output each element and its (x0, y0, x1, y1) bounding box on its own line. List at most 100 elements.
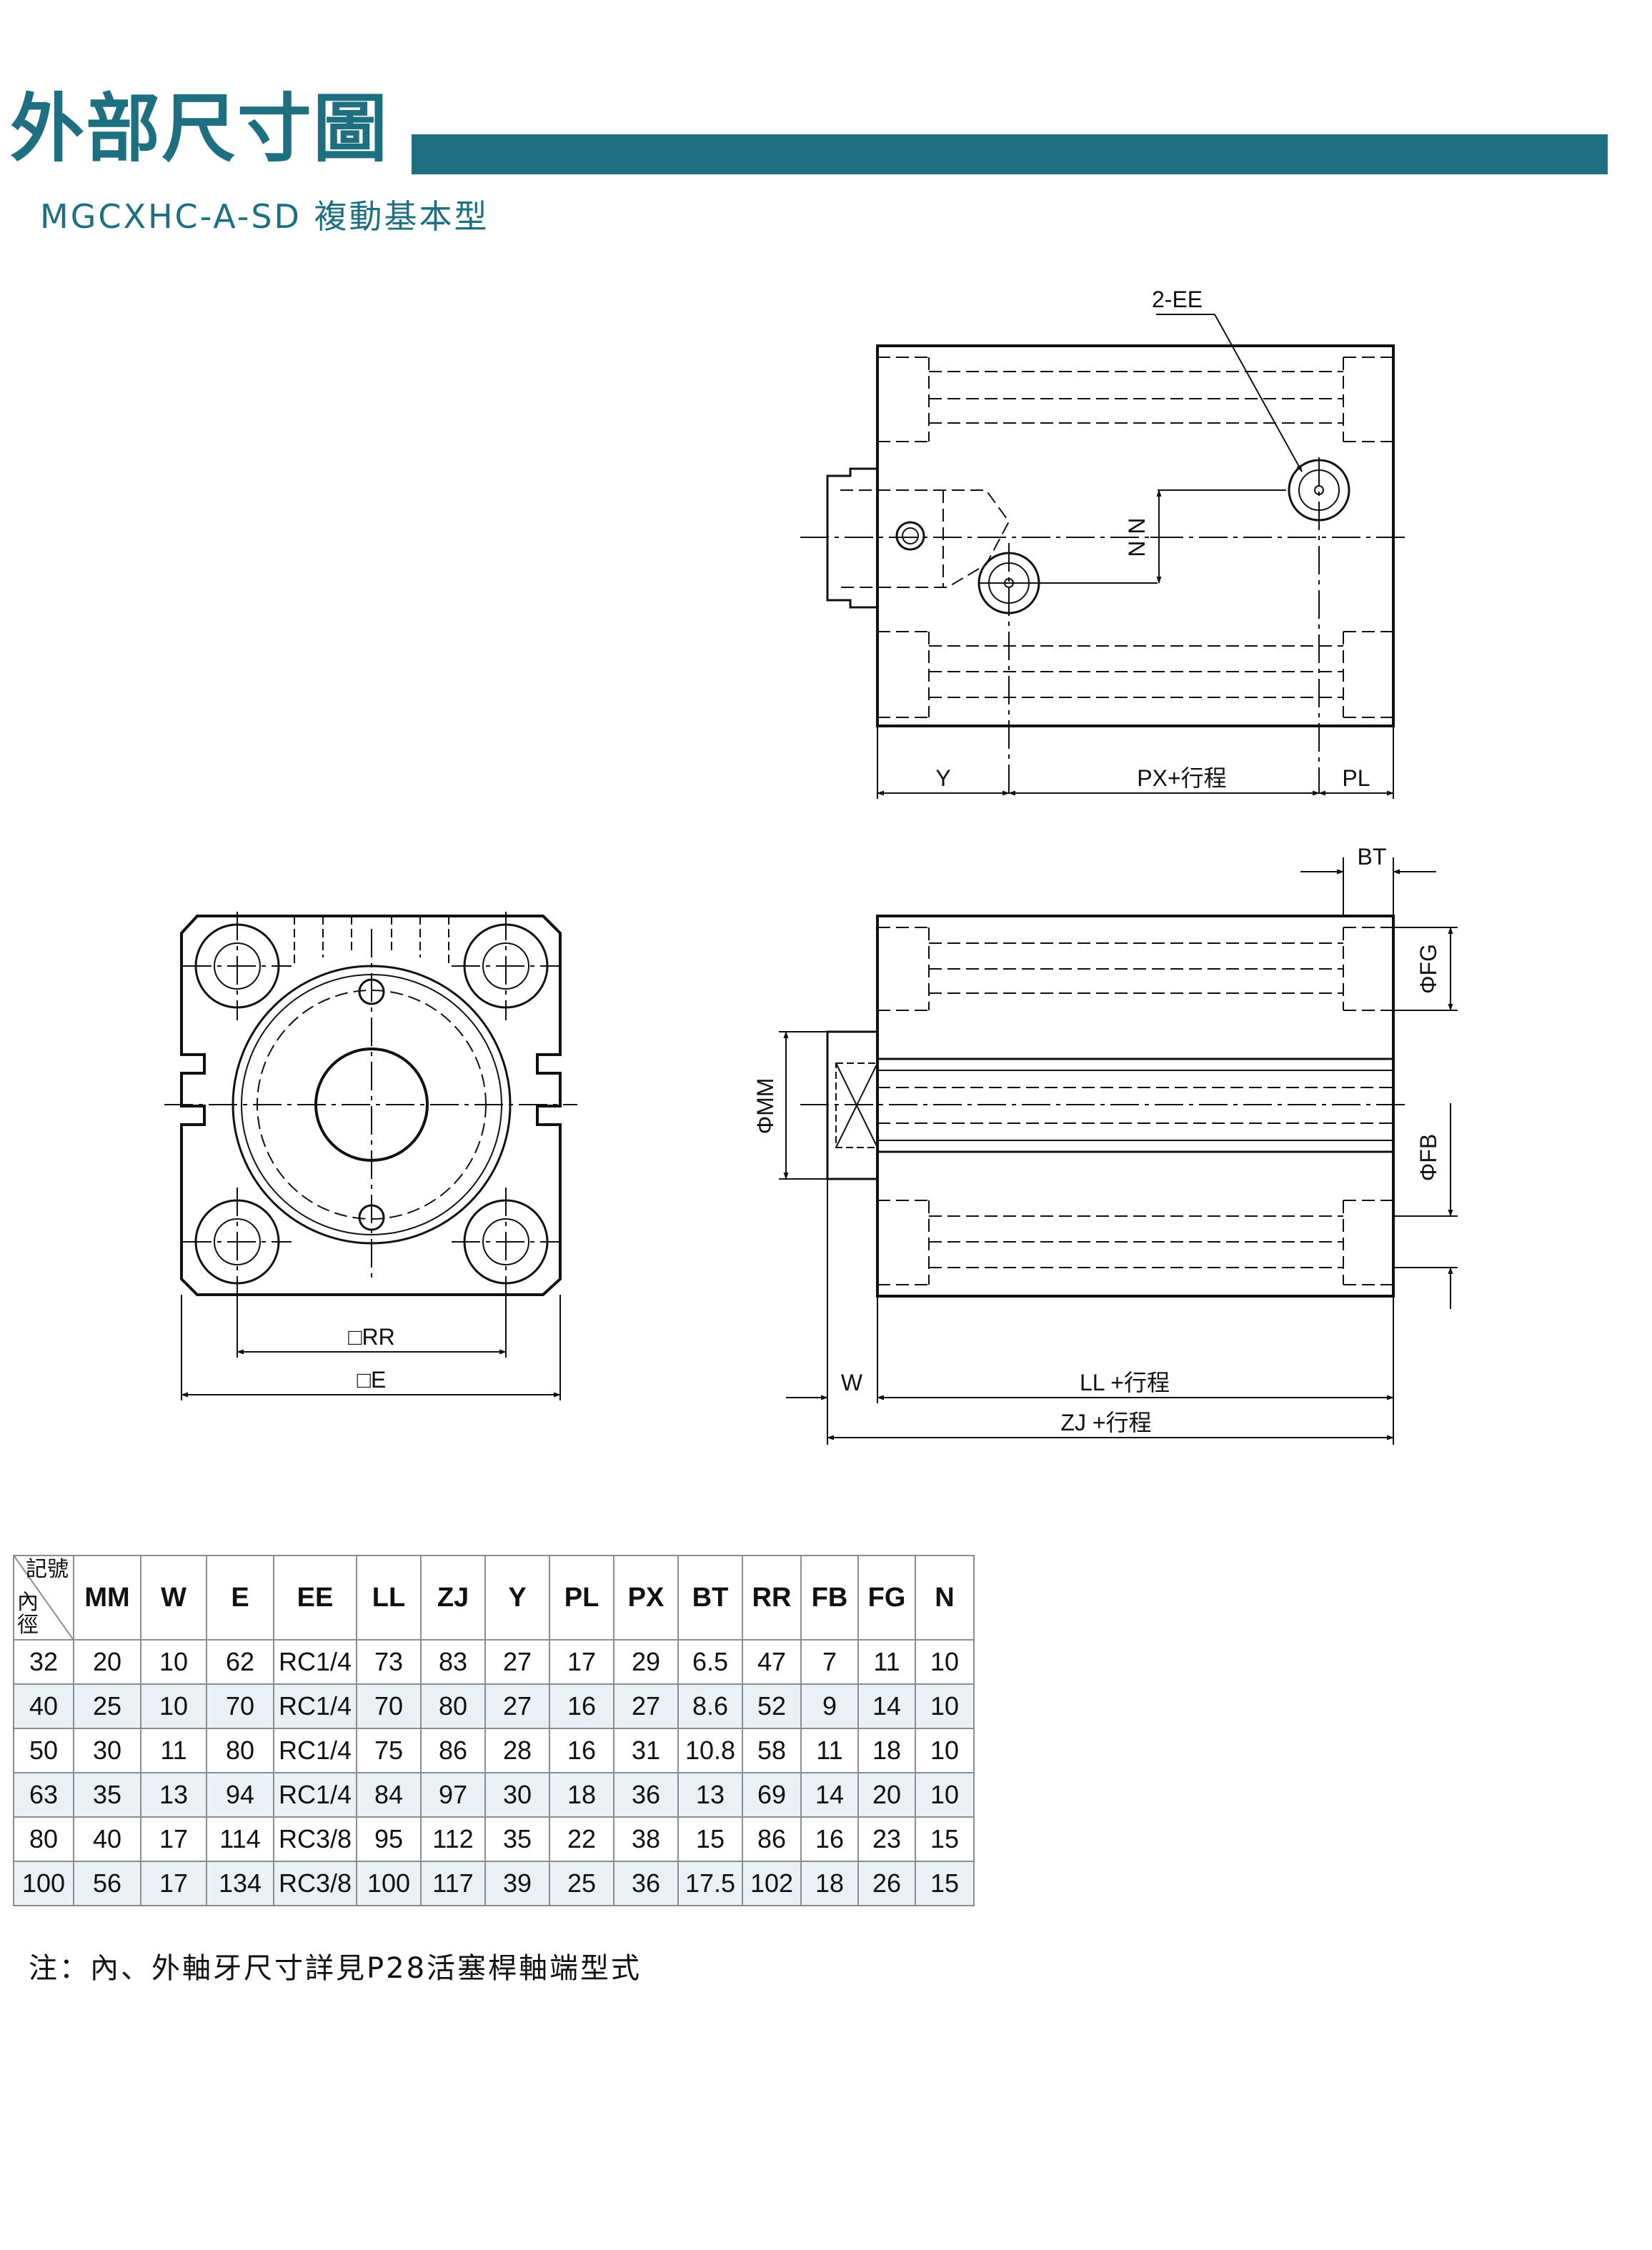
table-cell: 13 (140, 1772, 207, 1818)
table-cell: 73 (356, 1639, 422, 1685)
table-cell: 15 (677, 1816, 743, 1862)
footnote: 注：內、外軸牙尺寸詳見P28活塞桿軸端型式 (29, 1952, 642, 1985)
dimension-drawing: 2-EE N N Y PX+行程 PL (164, 287, 1458, 1445)
table-cell: 11 (857, 1639, 916, 1685)
table-cell: 35 (73, 1772, 141, 1818)
table-cell: RC1/4 (273, 1772, 357, 1818)
px-dim-label: PX+行程 (1137, 765, 1226, 791)
bore-cell: 32 (13, 1639, 74, 1685)
table-corner-cell: 記號 內 徑 (13, 1555, 74, 1641)
table-cell: 10 (915, 1728, 975, 1773)
table-cell: 30 (73, 1728, 141, 1773)
table-cell: 15 (915, 1861, 975, 1906)
column-header: EE (273, 1555, 357, 1641)
table-cell: 18 (800, 1861, 859, 1906)
table-cell: 117 (420, 1861, 486, 1906)
title-bar (412, 134, 1608, 174)
table-cell: 17.5 (677, 1861, 743, 1906)
table-cell: RC1/4 (273, 1639, 357, 1685)
table-cell: RC1/4 (273, 1728, 357, 1773)
column-header: Y (484, 1555, 550, 1641)
top-view (800, 314, 1408, 799)
bt-dim-label: BT (1358, 844, 1387, 870)
table-cell: 20 (857, 1772, 916, 1818)
table-cell: 11 (140, 1728, 207, 1773)
e-dim-label: □E (357, 1367, 387, 1393)
dimension-table: 記號 內 徑 MM W E EE LL ZJ Y PL PX BT RR FB … (13, 1555, 975, 1906)
corner-code-label: 記號 (26, 1558, 69, 1581)
table-cell: 56 (73, 1861, 141, 1906)
table-cell: 18 (857, 1728, 916, 1773)
table-cell: 40 (73, 1816, 141, 1862)
table-row: 40 25 10 70 RC1/4 70 80 27 16 27 8.6 52 … (13, 1683, 975, 1729)
bore-cell: 63 (13, 1772, 74, 1818)
y-dim-label: Y (935, 765, 950, 791)
table-cell: 14 (857, 1683, 916, 1729)
table-cell: 52 (742, 1683, 802, 1729)
table-cell: 30 (484, 1772, 550, 1818)
table-header-row: 記號 內 徑 MM W E EE LL ZJ Y PL PX BT RR FB … (13, 1555, 975, 1641)
corner-bore-label: 內 徑 (17, 1591, 39, 1637)
table-row: 50 30 11 80 RC1/4 75 86 28 16 31 10.8 58… (13, 1728, 975, 1773)
corner-diagonal (14, 1556, 73, 1639)
front-view (164, 912, 577, 1400)
column-header: FG (857, 1555, 916, 1641)
table-cell: 80 (420, 1683, 486, 1729)
w-dim-label: W (841, 1370, 863, 1395)
table-cell: 70 (206, 1683, 274, 1729)
table-cell: 17 (140, 1861, 207, 1906)
fb-dim-label: ΦFB (1415, 1134, 1441, 1181)
table-cell: RC1/4 (273, 1683, 357, 1729)
table-cell: 9 (800, 1683, 859, 1729)
bore-cell: 80 (13, 1816, 74, 1862)
table-cell: 36 (613, 1772, 679, 1818)
table-cell: 58 (742, 1728, 802, 1773)
table-cell: 10.8 (677, 1728, 743, 1773)
column-header: LL (356, 1555, 422, 1641)
column-header: RR (742, 1555, 802, 1641)
column-header: PX (613, 1555, 679, 1641)
table-cell: 75 (356, 1728, 422, 1773)
table-cell: 35 (484, 1816, 550, 1862)
table-row: 100 56 17 134 RC3/8 100 117 39 25 36 17.… (13, 1861, 975, 1906)
table-cell: 25 (73, 1683, 141, 1729)
table-cell: 20 (73, 1639, 141, 1685)
table-cell: 112 (420, 1816, 486, 1862)
table-cell: 29 (613, 1639, 679, 1685)
table-cell: 80 (206, 1728, 274, 1773)
table-cell: 10 (140, 1639, 207, 1685)
table-cell: 26 (857, 1861, 916, 1906)
table-cell: 27 (613, 1683, 679, 1729)
table-cell: 25 (549, 1861, 614, 1906)
ee-label: 2-EE (1152, 287, 1203, 312)
table-cell: 95 (356, 1816, 422, 1862)
column-header: E (206, 1555, 274, 1641)
side-view (779, 857, 1458, 1445)
table-cell: 16 (800, 1816, 859, 1862)
pl-dim-label: PL (1342, 765, 1370, 791)
column-header: BT (677, 1555, 743, 1641)
table-cell: 18 (549, 1772, 614, 1818)
column-header: FB (800, 1555, 859, 1641)
table-cell: 10 (140, 1683, 207, 1729)
table-cell: 86 (420, 1728, 486, 1773)
column-header: MM (73, 1555, 141, 1641)
table-cell: 22 (549, 1816, 614, 1862)
table-cell: RC3/8 (273, 1816, 357, 1862)
column-header: ZJ (420, 1555, 486, 1641)
model-subtitle: MGCXHC-A-SD 複動基本型 (40, 197, 489, 236)
rr-dim-label: □RR (348, 1324, 395, 1350)
table-cell: 27 (484, 1639, 550, 1685)
table-cell: 39 (484, 1861, 550, 1906)
table-cell: 10 (915, 1683, 975, 1729)
column-header: W (140, 1555, 207, 1641)
table-row: 63 35 13 94 RC1/4 84 97 30 18 36 13 69 1… (13, 1772, 975, 1818)
table-cell: 70 (356, 1683, 422, 1729)
bore-cell: 100 (13, 1861, 74, 1906)
table-cell: RC3/8 (273, 1861, 357, 1906)
column-header: PL (549, 1555, 614, 1641)
table-cell: 16 (549, 1728, 614, 1773)
table-cell: 11 (800, 1728, 859, 1773)
table-cell: 6.5 (677, 1639, 743, 1685)
table-cell: 31 (613, 1728, 679, 1773)
